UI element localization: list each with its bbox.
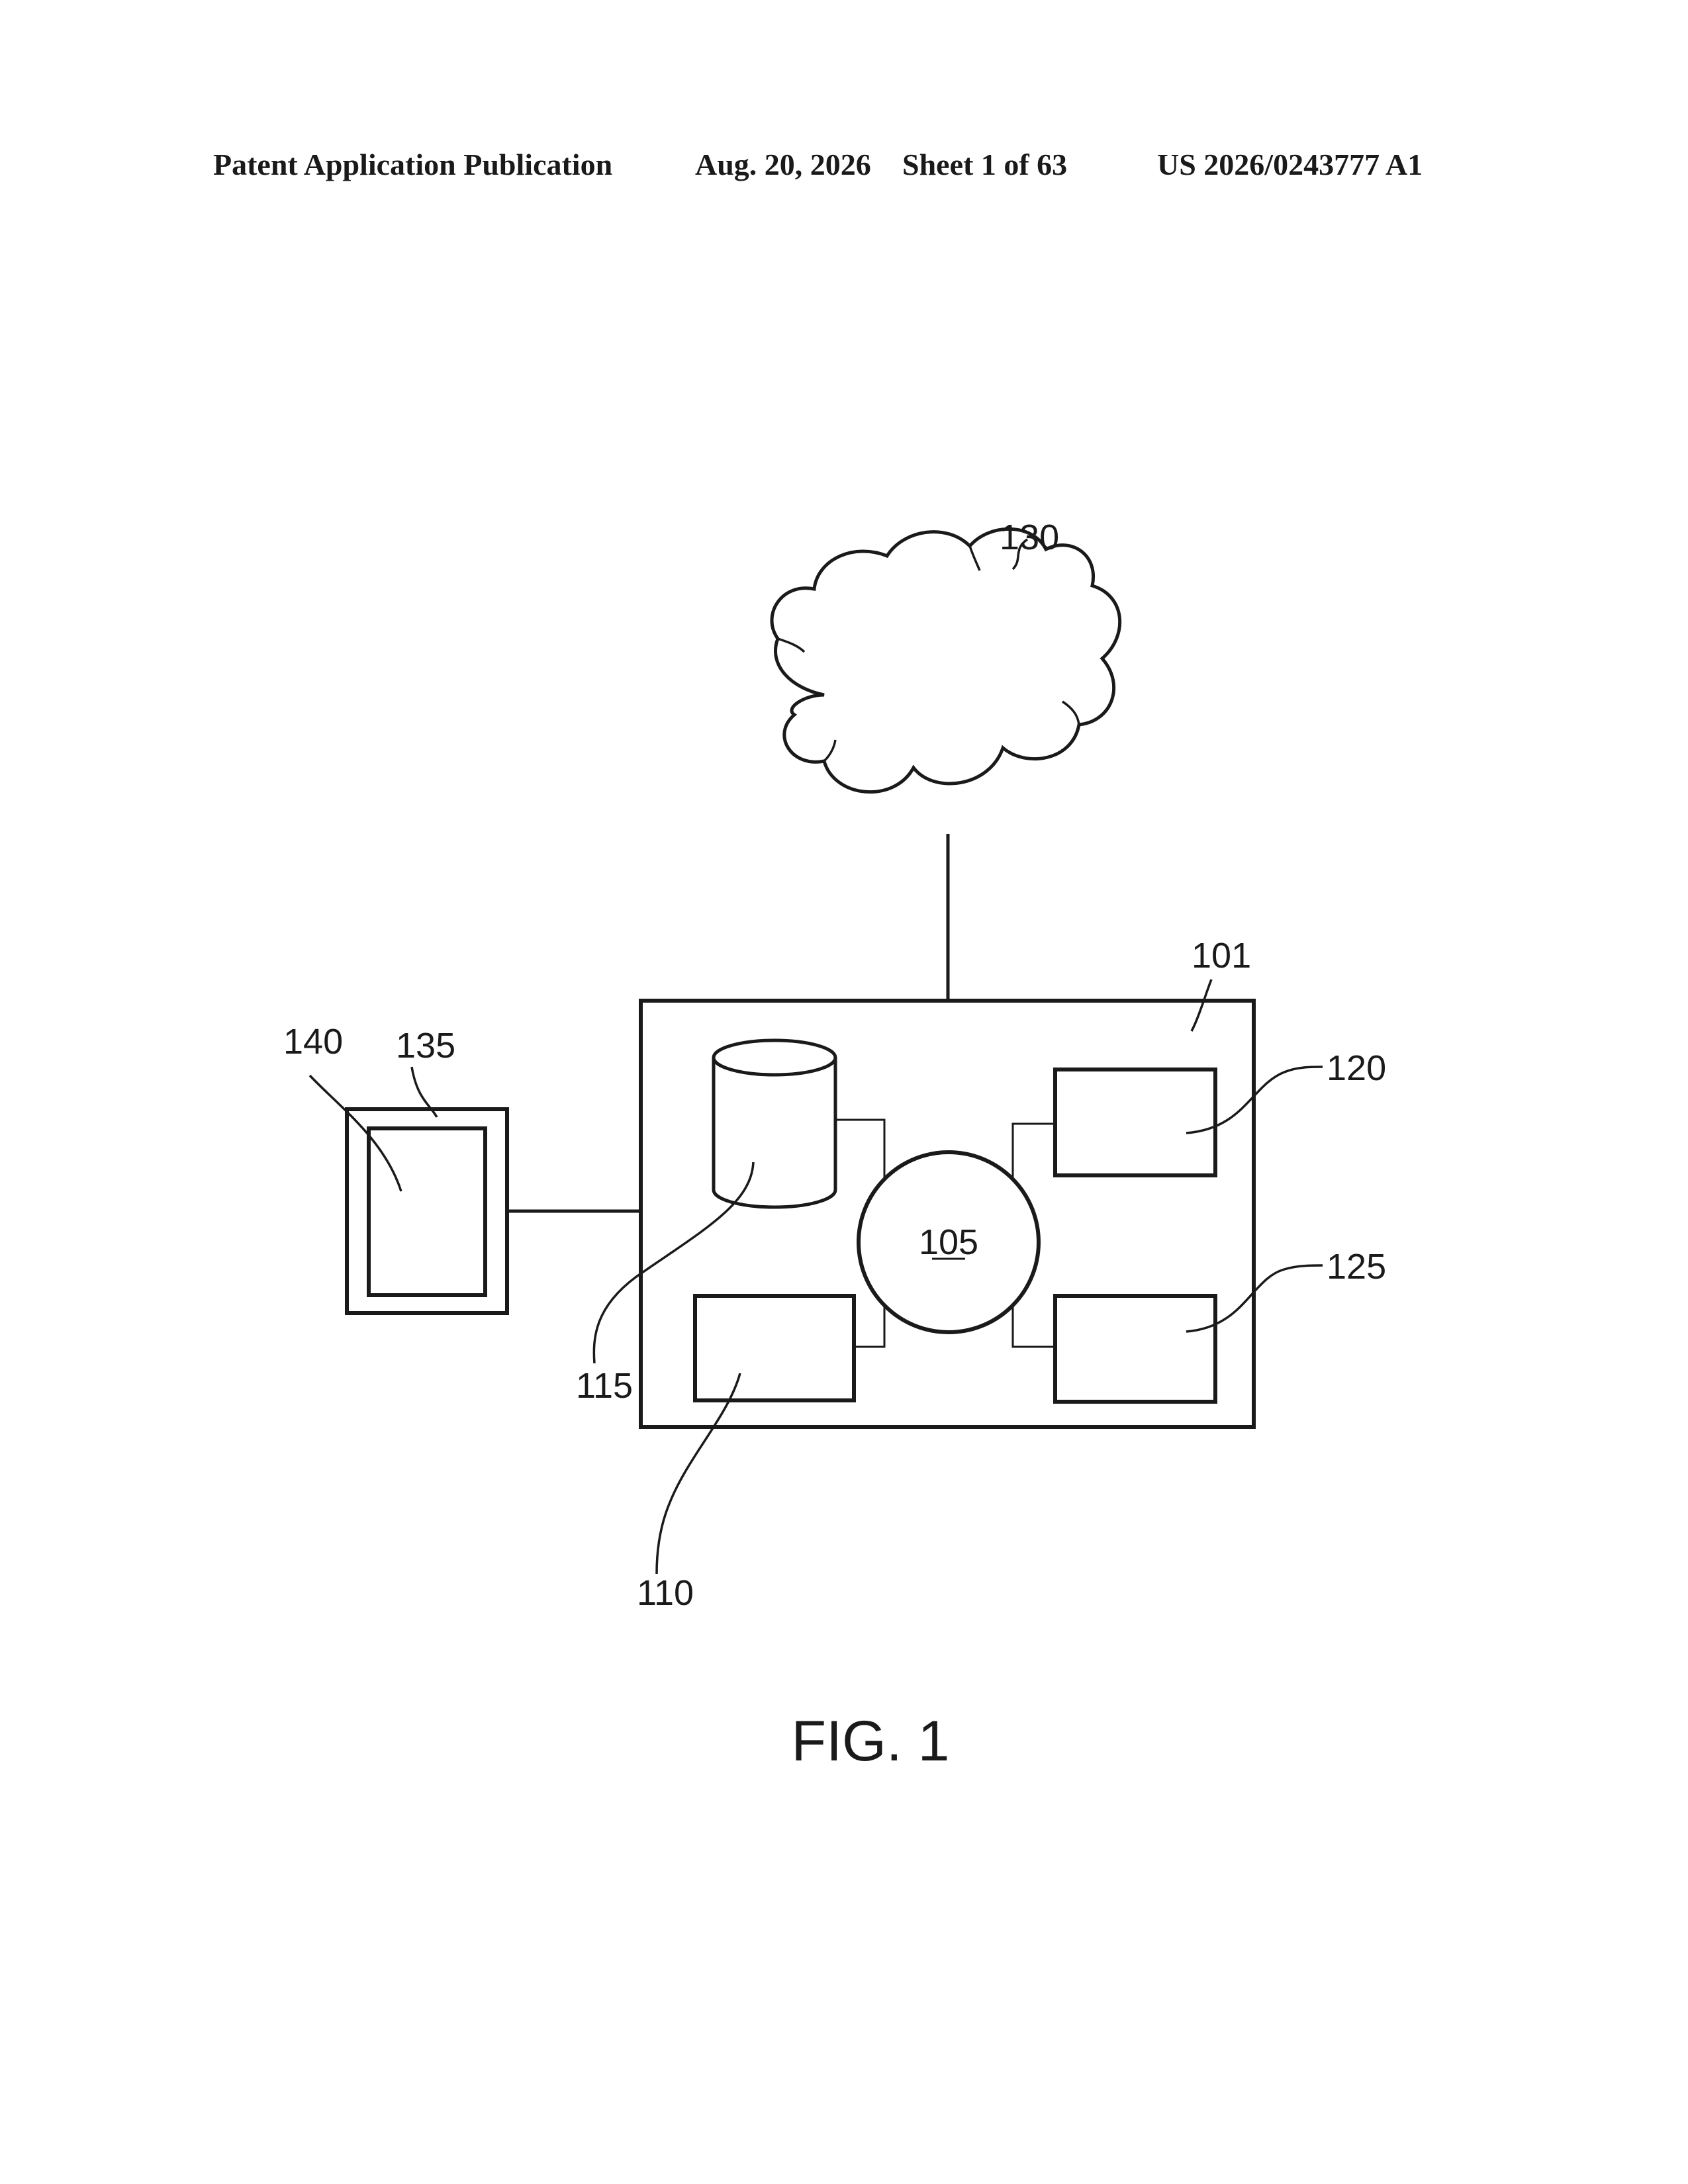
module-box-110 [695, 1296, 854, 1400]
database-cylinder-icon [714, 1040, 835, 1207]
ref-label-140: 140 [283, 1022, 343, 1062]
ref-label-135: 135 [396, 1026, 455, 1066]
ref-label-125: 125 [1327, 1247, 1386, 1287]
ref-label-130: 130 [1000, 518, 1059, 557]
display-box-140 [369, 1128, 485, 1295]
ref-label-115: 115 [576, 1366, 633, 1406]
ref-label-101: 101 [1192, 936, 1251, 976]
figure-caption: FIG. 1 [792, 1709, 950, 1773]
network-cloud-icon [772, 529, 1120, 792]
module-box-120 [1055, 1069, 1215, 1175]
module-box-125 [1055, 1296, 1215, 1402]
ref-label-110: 110 [637, 1573, 694, 1613]
ref-label-120: 120 [1327, 1048, 1386, 1088]
ref-label-105: 105 [919, 1222, 978, 1262]
